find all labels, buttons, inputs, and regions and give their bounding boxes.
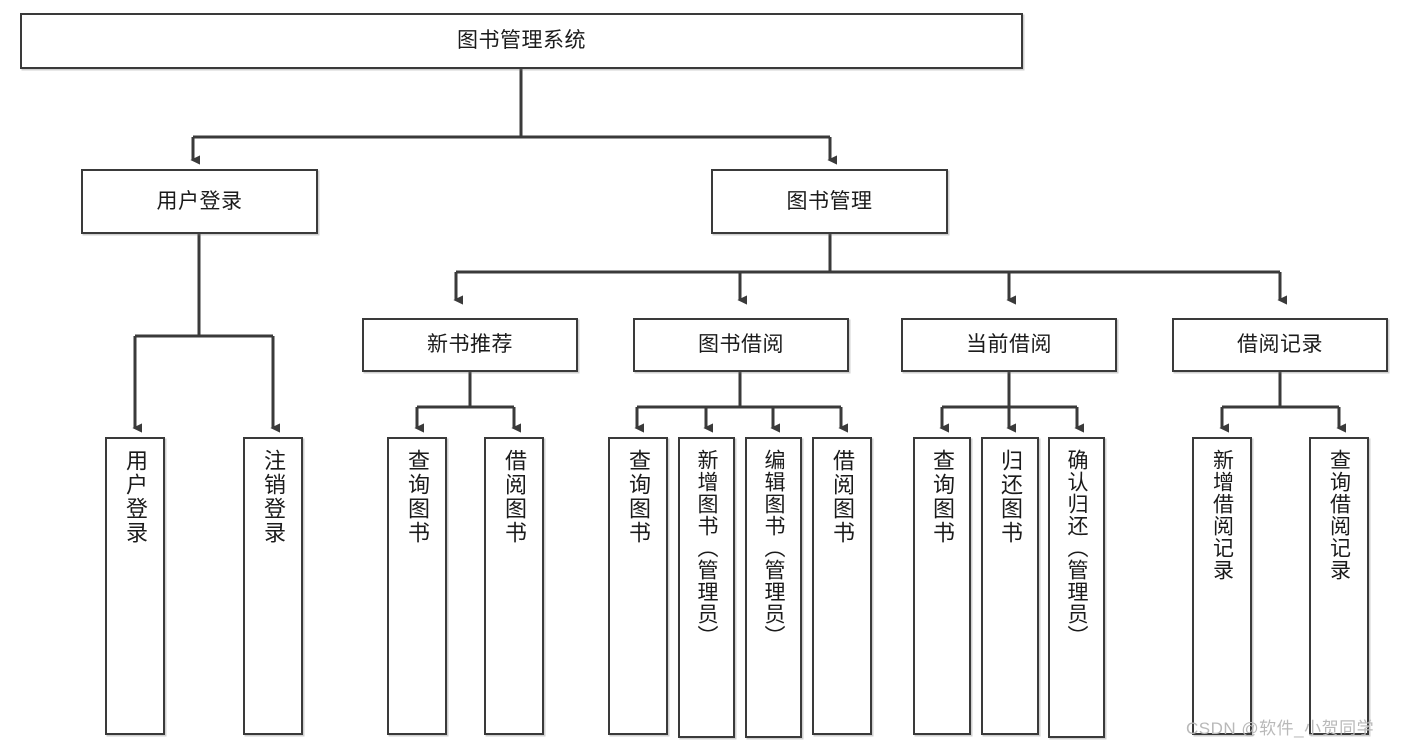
node-label: 新增图书（管理员）	[695, 449, 718, 647]
node-label: 图书借阅	[698, 333, 784, 357]
node-label: 查询图书	[626, 449, 651, 545]
node-label: 查询图书	[930, 449, 955, 545]
node-label: 编辑图书（管理员）	[762, 449, 785, 647]
node-user-login[interactable]: 用户登录	[81, 169, 318, 234]
node-label: 借阅图书	[830, 449, 855, 545]
node-label: 用户登录	[123, 449, 148, 545]
node-new-book-recommend[interactable]: 新书推荐	[362, 318, 578, 372]
leaf-logout[interactable]: 注销登录	[243, 437, 303, 735]
node-root-system[interactable]: 图书管理系统	[20, 13, 1023, 69]
leaf-edit-book-admin[interactable]: 编辑图书（管理员）	[745, 437, 802, 738]
leaf-user-login[interactable]: 用户登录	[105, 437, 165, 735]
node-book-management[interactable]: 图书管理	[711, 169, 948, 234]
leaf-add-book-admin[interactable]: 新增图书（管理员）	[678, 437, 735, 738]
node-label: 新书推荐	[427, 333, 513, 357]
node-label: 图书管理	[786, 189, 873, 213]
node-label: 注销登录	[261, 449, 286, 545]
leaf-borrow-book-new[interactable]: 借阅图书	[484, 437, 544, 735]
node-label: 图书管理系统	[457, 29, 586, 53]
leaf-query-book-new[interactable]: 查询图书	[387, 437, 447, 735]
watermark-text: CSDN @软件_小贺同学	[1186, 719, 1375, 738]
node-book-borrow[interactable]: 图书借阅	[633, 318, 849, 372]
node-label: 新增借阅记录	[1210, 449, 1234, 581]
node-label: 借阅图书	[502, 449, 527, 545]
leaf-confirm-return-admin[interactable]: 确认归还（管理员）	[1048, 437, 1105, 738]
node-label: 查询图书	[405, 449, 430, 545]
node-label: 用户登录	[156, 189, 243, 213]
node-label: 确认归还（管理员）	[1065, 449, 1088, 647]
leaf-query-borrow-record[interactable]: 查询借阅记录	[1309, 437, 1369, 735]
node-current-borrow[interactable]: 当前借阅	[901, 318, 1117, 372]
node-label: 当前借阅	[966, 333, 1052, 357]
leaf-borrow-book[interactable]: 借阅图书	[812, 437, 872, 735]
leaf-query-book-current[interactable]: 查询图书	[913, 437, 971, 735]
leaf-add-borrow-record[interactable]: 新增借阅记录	[1192, 437, 1252, 735]
leaf-query-book[interactable]: 查询图书	[608, 437, 668, 735]
node-label: 查询借阅记录	[1327, 449, 1351, 581]
node-label: 借阅记录	[1237, 333, 1323, 357]
node-label: 归还图书	[998, 449, 1023, 545]
node-borrow-record[interactable]: 借阅记录	[1172, 318, 1388, 372]
leaf-return-book[interactable]: 归还图书	[981, 437, 1039, 735]
